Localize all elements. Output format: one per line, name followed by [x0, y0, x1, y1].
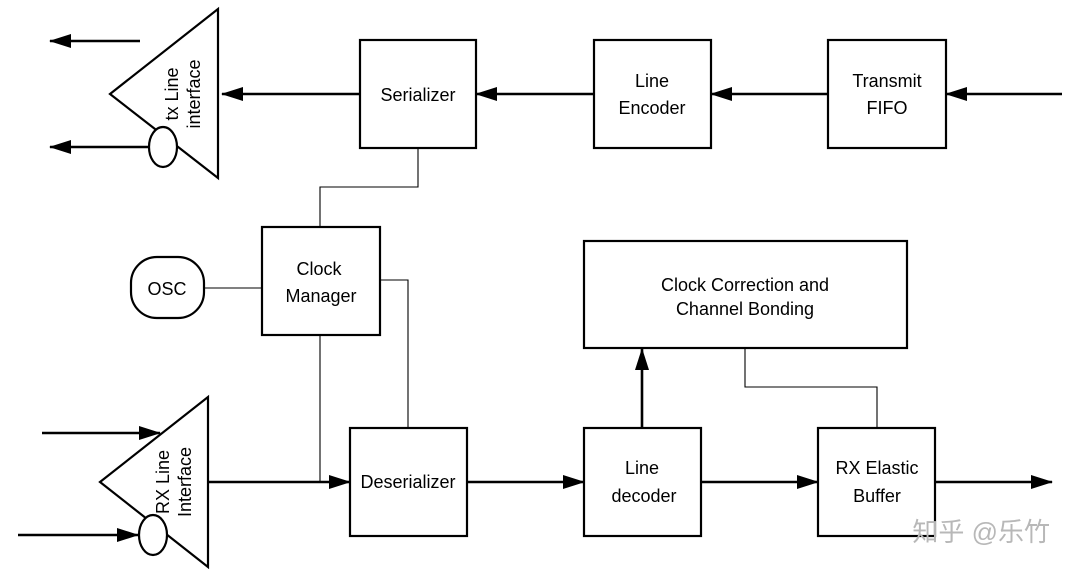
transmit-fifo-label-line2: FIFO	[867, 98, 908, 118]
line-encoder-block: Line Encoder	[592, 38, 713, 150]
rx-elastic-buffer-block: RX Elastic Buffer	[816, 426, 937, 538]
clock-manager-label-line1: Clock	[296, 259, 342, 279]
clock-manager-label-line2: Manager	[285, 286, 356, 306]
osc-label: OSC	[147, 279, 186, 299]
watermark: 知乎 @乐竹	[912, 517, 1050, 547]
serializer-block: Serializer	[358, 38, 478, 150]
clock-correction-block: Clock Correction and Channel Bonding	[582, 239, 909, 350]
transmit-fifo-label-line1: Transmit	[852, 71, 921, 91]
clock-manager-block: Clock Manager	[260, 225, 382, 337]
rx-interface-label-line1: RX Line	[153, 450, 173, 514]
clock-to-deserializer-link	[380, 279, 409, 428]
serializer-label: Serializer	[380, 85, 455, 105]
tx-interface-label-line1: tx Line	[162, 67, 182, 120]
deserializer-label: Deserializer	[360, 472, 455, 492]
line-decoder-block: Line decoder	[582, 426, 703, 538]
rx-elastic-buffer-label-line1: RX Elastic	[835, 458, 918, 478]
rx-elastic-buffer-label-line2: Buffer	[853, 486, 901, 506]
rx-interface-label-line2: Interface	[175, 447, 195, 517]
line-encoder-label-line1: Line	[635, 71, 669, 91]
line-encoder-label-line2: Encoder	[618, 98, 685, 118]
clock-correction-label-line1: Clock Correction and	[661, 275, 829, 295]
deserializer-block: Deserializer	[348, 426, 469, 538]
serializer-clock-link	[319, 148, 419, 227]
line-decoder-label-line2: decoder	[611, 486, 676, 506]
rx-interface-bubble	[137, 513, 169, 557]
transmit-fifo-block: Transmit FIFO	[826, 38, 948, 150]
line-decoder-label-line1: Line	[625, 458, 659, 478]
tx-interface-bubble	[147, 125, 179, 169]
clock-correction-label-line2: Channel Bonding	[676, 299, 814, 319]
tx-line-interface-block: tx Line interface	[108, 6, 220, 181]
rx-line-interface-block: RX Line Interface	[98, 394, 210, 570]
elastic-buffer-correction-link	[744, 348, 878, 428]
osc-block: OSC	[129, 255, 206, 320]
tx-interface-label-line2: interface	[184, 59, 204, 128]
